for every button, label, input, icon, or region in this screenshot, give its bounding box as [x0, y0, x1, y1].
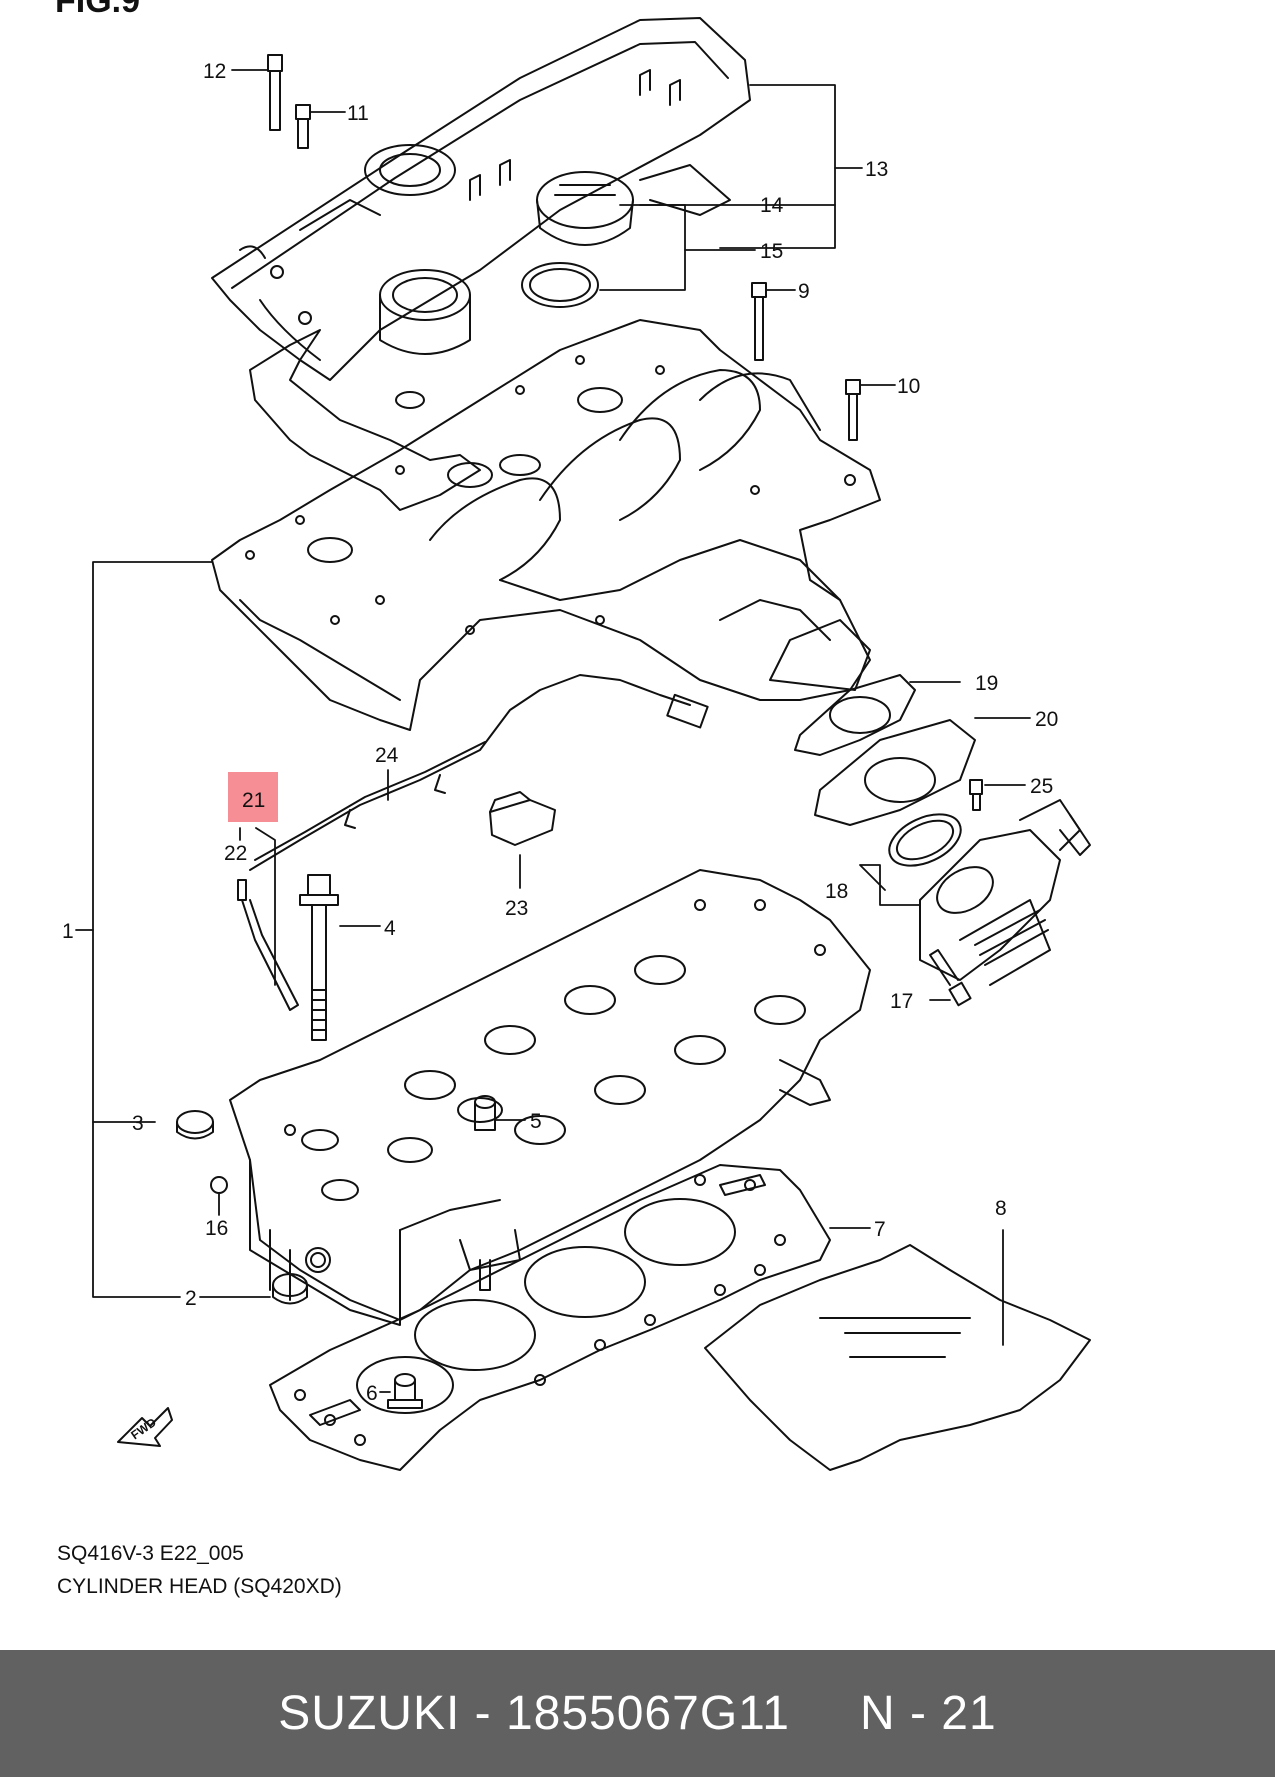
callout-8: 8: [995, 1197, 1007, 1220]
callout-21: 21: [242, 789, 265, 812]
leader-lines: [75, 69, 1031, 1393]
head-cover-gasket: [249, 164, 731, 511]
diagram-title: CYLINDER HEAD (SQ420XD): [57, 1575, 342, 1598]
figure-label: FIG.9: [55, 0, 141, 20]
wiring-harness: [249, 674, 709, 871]
callout-4: 4: [384, 917, 396, 940]
throttle-body: [888, 799, 1091, 986]
intake-manifold: [211, 319, 881, 731]
callout-19: 19: [975, 672, 998, 695]
fwd-arrow-icon: [117, 1407, 173, 1447]
callout-9: 9: [798, 280, 810, 303]
callout-7: 7: [874, 1218, 886, 1241]
glow-plug: [237, 879, 299, 1011]
callout-18: 18: [825, 880, 848, 903]
callout-5: 5: [530, 1110, 542, 1133]
callout-25: 25: [1030, 775, 1053, 798]
sensor: [489, 791, 556, 846]
callout-6: 6: [366, 1382, 378, 1405]
callout-10: 10: [897, 375, 920, 398]
cylinder-head-cover: [211, 17, 751, 409]
diagram-code: SQ416V-3 E22_005: [57, 1542, 244, 1565]
callout-20: 20: [1035, 708, 1058, 731]
callout-1: 1: [62, 920, 74, 943]
callout-13: 13: [865, 158, 888, 181]
head-gasket: [269, 1164, 831, 1471]
footer-part-number: SUZUKI - 1855067G11: [278, 1687, 790, 1740]
callout-22: 22: [224, 842, 247, 865]
callout-15: 15: [760, 240, 783, 263]
footer-ref: N - 21: [859, 1687, 997, 1740]
callout-3: 3: [132, 1112, 144, 1135]
callout-14: 14: [760, 194, 784, 217]
callout-2: 2: [185, 1287, 197, 1310]
callout-23: 23: [505, 897, 528, 920]
callout-11: 11: [347, 102, 369, 125]
exploded-parts-diagram: 1 2 3 4 5 6 7 8 9 10 11 12 13 14 15 16 1…: [62, 17, 1091, 1471]
head-bolt: [299, 874, 339, 1041]
callout-12: 12: [203, 60, 226, 83]
oil-filler-cap: [536, 171, 634, 246]
footer-bar: SUZUKI - 1855067G11 N - 21: [0, 1650, 1275, 1777]
cylinder-head: [229, 869, 871, 1326]
gasket-sheet: [704, 1244, 1091, 1471]
highlight-box-21: [228, 772, 278, 822]
throttle-gaskets: [794, 674, 976, 826]
callout-16: 16: [205, 1217, 228, 1240]
oil-cap-gasket: [521, 262, 599, 308]
callout-17: 17: [890, 990, 913, 1013]
small-bolts: [267, 54, 983, 1007]
callout-24: 24: [375, 744, 399, 767]
plugs: [176, 1095, 496, 1409]
